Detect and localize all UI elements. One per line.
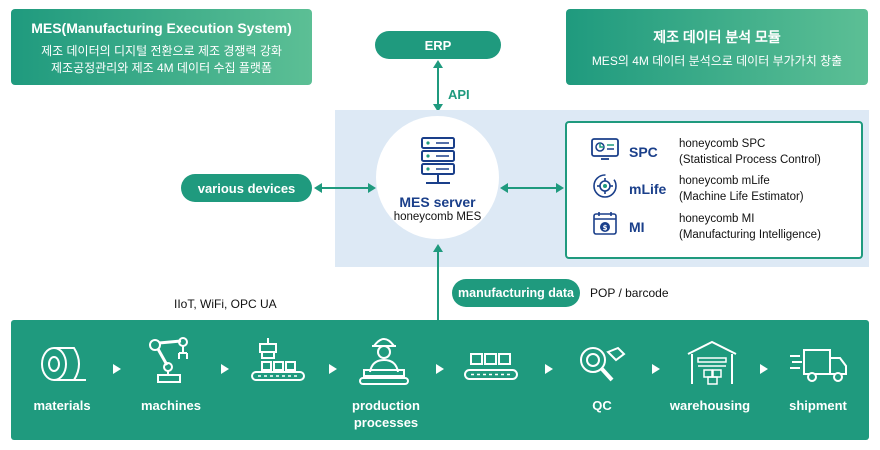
- step-label-materials: materials: [33, 398, 91, 413]
- analysis-modules-panel: SPC honeycomb SPC (Statistical Process C…: [565, 121, 863, 259]
- module-row: SPC honeycomb SPC (Statistical Process C…: [567, 136, 857, 170]
- worker-icon: [359, 338, 409, 385]
- conveyor-boxes-icon: [464, 353, 518, 380]
- module-full-name: (Machine Life Estimator): [679, 191, 804, 203]
- mes-desc-line2: 제조공정관리와 제조 4M 데이터 수집 플랫폼: [50, 61, 273, 75]
- api-label: API: [448, 87, 470, 102]
- analysis-title: 제조 데이터 분석 모듈: [653, 29, 781, 45]
- devices-server-arrow: [314, 183, 376, 193]
- process-server-arrow: [433, 244, 443, 322]
- module-desc: honeycomb MI (Manufacturing Intelligence…: [679, 211, 821, 243]
- conveyor-machine-icon: [251, 338, 305, 381]
- module-name: honeycomb SPC: [679, 138, 766, 150]
- pop-barcode-label: POP / barcode: [590, 286, 669, 300]
- svg-text:$: $: [603, 224, 608, 232]
- magnifier-qc-icon: [580, 346, 626, 382]
- module-full-name: (Statistical Process Control): [679, 154, 821, 166]
- module-abbr: mLife: [629, 181, 667, 197]
- module-desc: honeycomb mLife (Machine Life Estimator): [679, 173, 804, 205]
- module-name: honeycomb mLife: [679, 175, 770, 187]
- robot-arm-icon: [149, 337, 188, 383]
- monitor-chart-icon: [591, 138, 619, 160]
- flow-arrow: [113, 364, 121, 374]
- various-devices-node: various devices: [181, 174, 312, 202]
- protocols-label: IIoT, WiFi, OPC UA: [174, 297, 277, 311]
- step-label-production: production processes: [352, 398, 420, 430]
- step-label-machines: machines: [141, 398, 201, 413]
- server-rack-icon: [421, 137, 455, 184]
- step-label-shipment: shipment: [789, 398, 847, 413]
- module-name: honeycomb MI: [679, 213, 755, 225]
- manufacturing-data-node: manufacturing data: [452, 279, 580, 307]
- calendar-dollar-icon: $: [593, 212, 617, 235]
- mes-description-box: MES(Manufacturing Execution System) 제조 데…: [11, 9, 312, 85]
- server-subtitle: honeycomb MES: [393, 211, 482, 223]
- analysis-module-box: 제조 데이터 분석 모듈 MES의 4M 데이터 분석으로 데이터 부가가치 창…: [566, 9, 868, 85]
- module-abbr: SPC: [629, 144, 658, 160]
- mes-title: MES(Manufacturing Execution System): [31, 20, 292, 36]
- server-title: MES server: [399, 194, 476, 210]
- erp-api-arrow: [433, 60, 443, 112]
- flow-arrow: [436, 364, 444, 374]
- module-row: mLife honeycomb mLife (Machine Life Esti…: [567, 173, 857, 207]
- gear-cycle-icon: [593, 174, 617, 198]
- module-desc: honeycomb SPC (Statistical Process Contr…: [679, 136, 821, 168]
- step-label-warehousing: warehousing: [669, 398, 751, 413]
- server-modules-arrow: [500, 183, 564, 193]
- flow-arrow: [221, 364, 229, 374]
- module-abbr: MI: [629, 219, 645, 235]
- erp-node: ERP: [375, 31, 501, 59]
- flow-arrow: [652, 364, 660, 374]
- module-row: $ MI honeycomb MI (Manufacturing Intelli…: [567, 211, 857, 245]
- material-roll-icon: [41, 347, 86, 381]
- flow-arrow: [329, 364, 337, 374]
- warehouse-icon: [687, 340, 737, 385]
- truck-icon: [790, 349, 847, 382]
- analysis-desc: MES의 4M 데이터 분석으로 데이터 부가가치 창출: [591, 54, 843, 68]
- flow-arrow: [760, 364, 768, 374]
- module-full-name: (Manufacturing Intelligence): [679, 229, 821, 241]
- process-flow-bar: [11, 320, 869, 440]
- flow-arrow: [545, 364, 553, 374]
- mes-desc-line1: 제조 데이터의 디지털 전환으로 제조 경쟁력 강화: [41, 44, 282, 58]
- step-label-qc: QC: [592, 398, 612, 413]
